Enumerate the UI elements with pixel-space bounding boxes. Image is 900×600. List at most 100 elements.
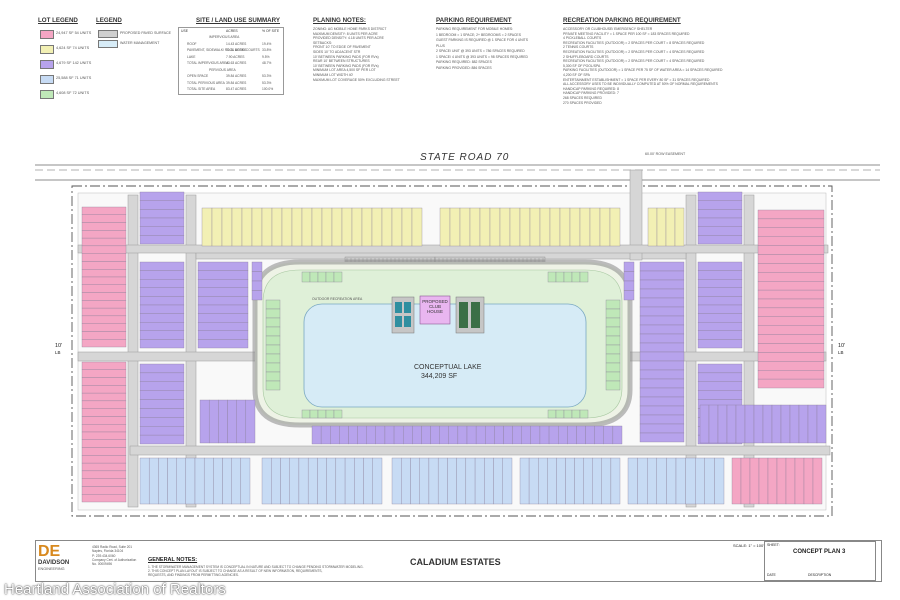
- lot: [139, 226, 185, 236]
- land-use-cell: OPEN SPACE: [187, 74, 209, 78]
- lot: [704, 457, 715, 505]
- lot: [81, 377, 127, 386]
- lot: [656, 457, 667, 505]
- lot: [265, 344, 281, 355]
- lot: [558, 425, 568, 445]
- lot: [539, 207, 551, 247]
- lot: [81, 214, 127, 223]
- lot: [639, 261, 685, 272]
- planNotes-line: MINIMUM LOT WIDTH 40': [313, 73, 354, 77]
- lot: [351, 207, 363, 247]
- lot: [605, 317, 621, 328]
- parkNotes-line: PARKING REQUIREMENT FOR MOBILE HOMES:: [436, 27, 514, 31]
- lot: [695, 457, 705, 505]
- lot: [393, 425, 404, 445]
- recreation-title: RECREATION PARKING REQUIREMENT: [563, 17, 681, 24]
- lot: [697, 296, 743, 306]
- lot: [139, 417, 185, 427]
- lot: [139, 434, 185, 445]
- setback-left: 10': [55, 343, 63, 349]
- road-label: STATE ROAD 70: [420, 152, 510, 163]
- lot: [449, 207, 461, 247]
- lot: [699, 404, 710, 444]
- lot: [603, 425, 614, 445]
- lot: [81, 455, 127, 464]
- lot: [291, 207, 303, 247]
- lot: [639, 279, 685, 290]
- parking-title: PARKING REQUIREMENT: [436, 17, 512, 24]
- lot: [485, 425, 495, 445]
- lot: [574, 457, 584, 505]
- lot: [375, 425, 386, 445]
- firm-sub: ENGINEERING: [38, 567, 65, 571]
- lot: [466, 425, 477, 445]
- lot: [139, 200, 185, 210]
- lot: [81, 284, 127, 293]
- lot: [309, 409, 319, 419]
- lot: [245, 399, 256, 444]
- lot: [167, 457, 177, 505]
- lot: [456, 457, 467, 505]
- sheet-box: [764, 541, 876, 581]
- setback-left-sub: LB: [55, 350, 61, 355]
- lot: [609, 207, 621, 247]
- firmAddr-line: 4365 Radio Road, Suite 201: [92, 545, 133, 549]
- lot: [317, 409, 327, 419]
- lot-legend-title: LOT LEGEND: [38, 17, 78, 24]
- lot: [348, 425, 358, 445]
- lot: [717, 404, 728, 444]
- lot: [265, 380, 281, 391]
- clubhouse-label-line: HOUSE: [426, 309, 443, 315]
- outdoor-rec-label: OUTDOOR RECREATION AREA: [312, 297, 363, 301]
- lot: [197, 330, 249, 340]
- land-use-cell: PERVIOUS AREA: [209, 67, 236, 72]
- lot: [139, 279, 185, 288]
- clubhouse-label-line: CLUB: [428, 304, 441, 310]
- lot-legend-swatch: [40, 75, 54, 84]
- lot: [780, 404, 791, 444]
- planNotes-line: MAXIMUM DENSITY: 8 UNITS PER ACRE: [313, 31, 378, 36]
- lot: [469, 207, 481, 247]
- lot: [251, 207, 263, 247]
- lot: [428, 457, 439, 505]
- lot: [465, 457, 476, 505]
- land-use-title: SITE / LAND USE SUMMARY: [196, 17, 280, 24]
- lot: [139, 372, 185, 382]
- lot: [639, 288, 685, 299]
- lot: [325, 409, 335, 419]
- lot: [81, 447, 127, 456]
- lot: [757, 245, 825, 255]
- lot: [341, 207, 353, 247]
- lot: [697, 200, 743, 210]
- lot: [197, 304, 249, 314]
- firm-logo-icon: DE: [38, 543, 61, 560]
- lot: [474, 457, 485, 505]
- lot-legend-label: 24,947 SF 54 UNITS: [56, 31, 92, 35]
- lot: [753, 404, 764, 444]
- lot: [261, 207, 273, 247]
- lot-legend-label: 25,588 SF 71 UNITS: [56, 76, 92, 80]
- lot: [81, 206, 127, 215]
- lot: [81, 361, 127, 370]
- lot: [139, 287, 185, 297]
- lot: [605, 380, 621, 391]
- lot: [139, 322, 185, 331]
- lot: [639, 306, 685, 317]
- lot: [697, 261, 743, 271]
- lot: [241, 207, 253, 247]
- lot: [251, 261, 263, 272]
- lot: [139, 296, 185, 306]
- lot: [697, 287, 743, 297]
- lot: [757, 254, 825, 264]
- lot: [592, 457, 602, 505]
- recNotes-line: ACCESSORY OR CLUBHOUSE/ EMERGENCY SHELTE…: [563, 27, 653, 31]
- lot: [447, 457, 457, 505]
- planning-notes-title: PLANING NOTES:: [313, 17, 366, 24]
- lot: [81, 400, 127, 409]
- lot: [439, 207, 451, 247]
- lot-legend-swatch: [40, 30, 54, 39]
- lot: [236, 399, 247, 444]
- lot: [489, 207, 501, 247]
- recNotes-line: 270 SPACES PROVIDED: [563, 100, 602, 105]
- setback-right: 10': [838, 343, 846, 349]
